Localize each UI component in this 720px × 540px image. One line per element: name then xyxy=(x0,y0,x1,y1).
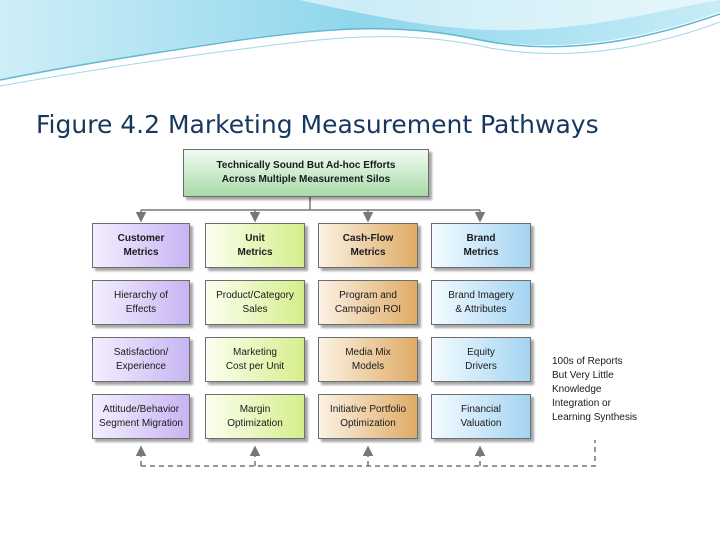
column-header-customer-metrics: Customer Metrics xyxy=(92,223,190,268)
column-header-cash-flow-metrics: Cash-Flow Metrics xyxy=(318,223,418,268)
unit-cell-3: Margin Optimization xyxy=(205,394,305,439)
cash-flow-cell-1: Program and Campaign ROI xyxy=(318,280,418,325)
unit-cell-1: Product/Category Sales xyxy=(205,280,305,325)
column-header-unit-metrics: Unit Metrics xyxy=(205,223,305,268)
column-header-brand-metrics: Brand Metrics xyxy=(431,223,531,268)
brand-cell-1: Brand Imagery & Attributes xyxy=(431,280,531,325)
customer-cell-1: Hierarchy of Effects xyxy=(92,280,190,325)
customer-cell-3: Attitude/Behavior Segment Migration xyxy=(92,394,190,439)
cash-flow-cell-3: Initiative Portfolio Optimization xyxy=(318,394,418,439)
brand-cell-3: Financial Valuation xyxy=(431,394,531,439)
top-box-adhoc-efforts: Technically Sound But Ad-hoc Efforts Acr… xyxy=(183,149,429,197)
cash-flow-cell-2: Media Mix Models xyxy=(318,337,418,382)
side-note-reports: 100s of Reports But Very Little Knowledg… xyxy=(552,355,662,425)
customer-cell-2: Satisfaction/ Experience xyxy=(92,337,190,382)
brand-cell-2: Equity Drivers xyxy=(431,337,531,382)
unit-cell-2: Marketing Cost per Unit xyxy=(205,337,305,382)
